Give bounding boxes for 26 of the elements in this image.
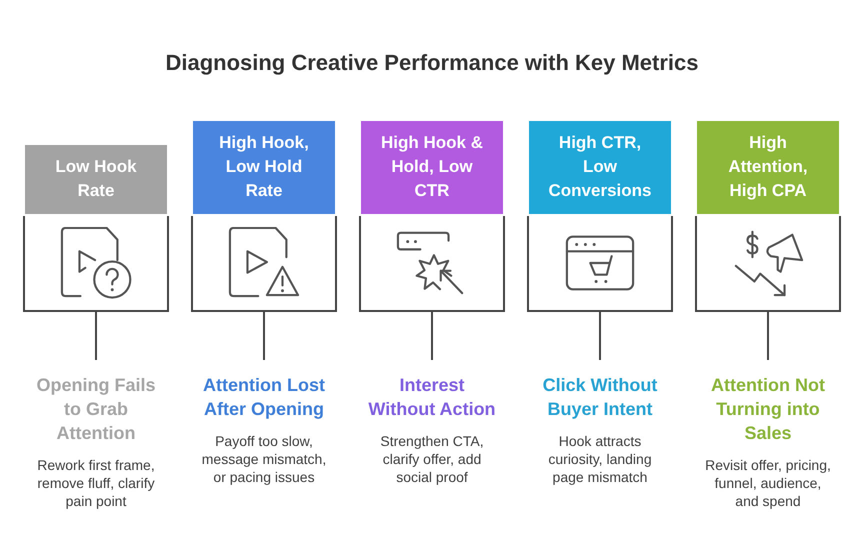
metric-card [23, 145, 169, 312]
metric-header: Low Hook Rate [25, 145, 167, 214]
finding-description: Hook attracts curiosity, landing page mismatch [547, 432, 653, 486]
metric-header: High Hook, Low Hold Rate [193, 121, 335, 214]
metric-header: High Hook & Hold, Low CTR [361, 121, 503, 214]
connector-line [431, 312, 433, 360]
finding-heading: Attention Lost After Opening [202, 374, 326, 421]
metric-header: High CTR, Low Conversions [529, 121, 671, 214]
connector-line [767, 312, 769, 360]
metric-header: High Attention, High CPA [697, 121, 839, 214]
finding-heading: Click Without Buyer Intent [542, 374, 658, 421]
connector-line [263, 312, 265, 360]
finding-description: Strengthen CTA, clarify offer, add social proof [379, 432, 485, 486]
metric-card [695, 121, 841, 312]
connector-line [95, 312, 97, 360]
diagram-title: Diagnosing Creative Performance with Key Metrics [164, 49, 700, 77]
finding-heading: Attention Not Turning into Sales [710, 374, 826, 445]
finding-description: Revisit offer, pricing, funnel, audience, and spend [704, 456, 832, 510]
finding-description: Rework first frame, remove fluff, clarify pain point [36, 456, 156, 510]
finding-heading: Interest Without Action [367, 374, 497, 421]
metric-card [191, 121, 337, 312]
finding-heading: Opening Fails to Grab Attention [35, 374, 156, 445]
metric-card [359, 121, 505, 312]
connector-line [599, 312, 601, 360]
metric-card [527, 121, 673, 312]
finding-description: Payoff too slow, message mismatch, or pacing issues [200, 432, 328, 486]
